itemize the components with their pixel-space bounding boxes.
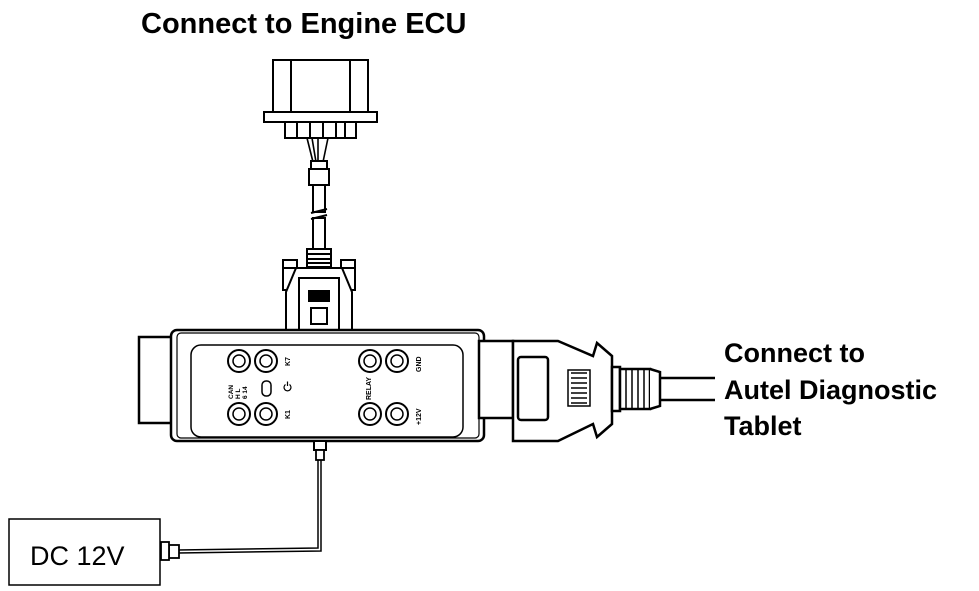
port-plus12v[interactable] (385, 402, 409, 426)
port-label-plus12v: +12V (416, 408, 423, 425)
tablet-label-line3: Tablet (724, 411, 802, 441)
port-k7-left[interactable] (227, 349, 251, 373)
db-connector (282, 248, 356, 334)
port-can[interactable] (227, 402, 251, 426)
ecu-connector (263, 59, 378, 139)
power-cable (160, 440, 327, 561)
dc-power-box: DC 12V (8, 518, 161, 586)
port-gnd[interactable] (385, 349, 409, 373)
port-label-can-1: CAN (228, 385, 235, 399)
port-k7[interactable] (254, 349, 278, 373)
tablet-label-line1: Connect to (724, 338, 865, 368)
ecu-wires (306, 137, 329, 163)
dc-power-label: DC 12V (30, 541, 125, 571)
ecu-label: Connect to Engine ECU (141, 8, 466, 40)
obd-cable (660, 376, 715, 402)
port-label-gnd: GND (416, 356, 423, 372)
power-icon (283, 381, 292, 392)
port-group (227, 349, 409, 426)
port-labels: K7 K1 GND RELAY +12V CAN H L 6 14 (228, 356, 423, 425)
ecu-cable (308, 160, 330, 251)
port-label-can-2: H L (235, 389, 242, 400)
port-label-can-3: 6 14 (242, 386, 249, 399)
port-label-relay: RELAY (366, 377, 373, 400)
port-relay-top[interactable] (358, 349, 382, 373)
port-label-k1: K1 (285, 410, 292, 419)
obd-connector (511, 339, 662, 443)
tablet-label-line2: Autel Diagnostic (724, 375, 937, 405)
status-led (261, 380, 272, 397)
port-label-k7: K7 (285, 357, 292, 366)
interface-box (137, 328, 515, 443)
port-relay[interactable] (358, 402, 382, 426)
port-k1[interactable] (254, 402, 278, 426)
